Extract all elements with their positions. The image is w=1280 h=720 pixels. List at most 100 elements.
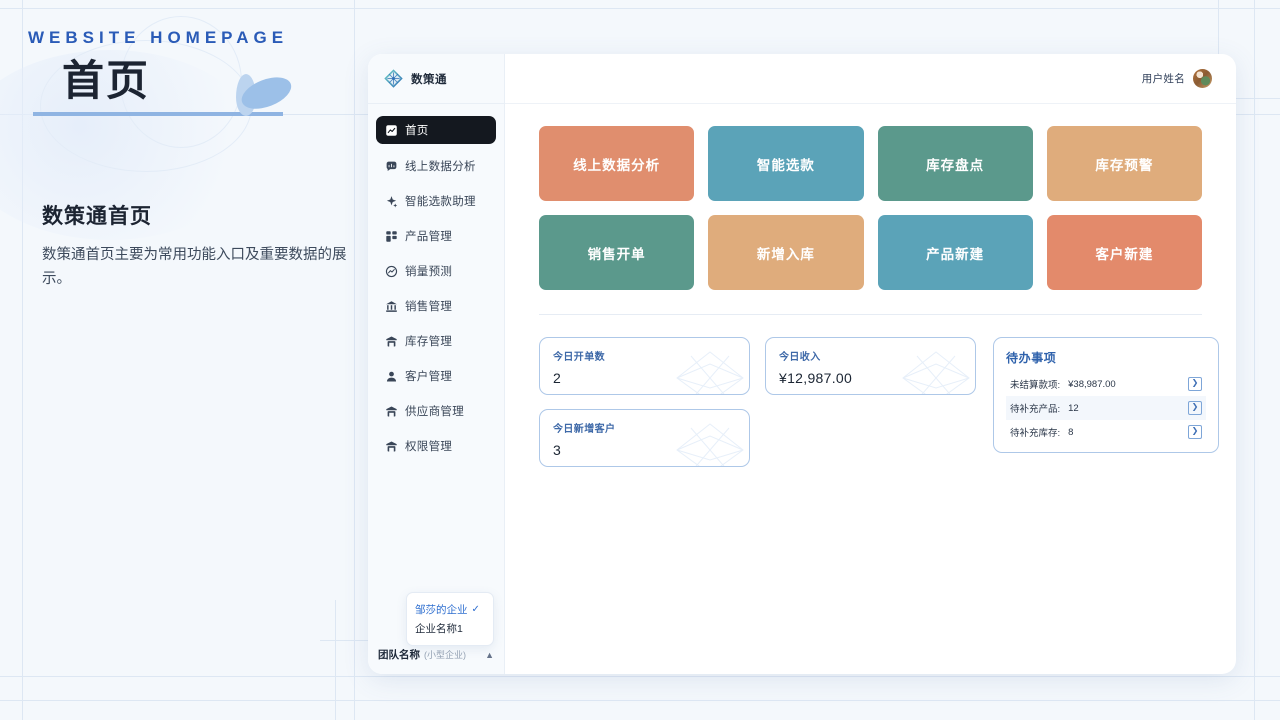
- tile-label: 线上数据分析: [573, 157, 661, 173]
- sidebar: 数策通 首页 线上数据分析: [368, 54, 505, 674]
- tile-sales-order[interactable]: 销售开单: [539, 215, 695, 290]
- team-option[interactable]: 邹莎的企业 ✓: [415, 600, 485, 619]
- stat-value: 3: [553, 442, 562, 458]
- tile-smart-selection[interactable]: 智能选款: [708, 126, 864, 201]
- brand[interactable]: 数策通: [368, 54, 504, 104]
- grid-blocks-icon: [386, 230, 397, 242]
- chevron-right-icon[interactable]: ❯: [1188, 425, 1202, 439]
- team-option-label: 企业名称1: [415, 623, 463, 635]
- chevron-right-icon[interactable]: ❯: [1188, 377, 1202, 391]
- stat-value: 2: [553, 370, 562, 386]
- stat-row: 今日开单数 2: [539, 337, 976, 395]
- sidebar-item-customer-management[interactable]: 客户管理: [376, 363, 496, 389]
- team-option[interactable]: 企业名称1: [415, 619, 485, 638]
- topbar: 用户姓名: [505, 54, 1236, 104]
- sidebar-item-label: 产品管理: [405, 231, 453, 243]
- tile-label: 销售开单: [587, 246, 646, 262]
- stat-value: ¥12,987.00: [779, 370, 853, 386]
- tile-inventory-count[interactable]: 库存盘点: [877, 126, 1033, 201]
- envelope-watermark-icon: [902, 351, 970, 394]
- team-switcher-bar[interactable]: 团队名称 (小型企业) ▲: [368, 647, 504, 662]
- grid-line-v: [354, 0, 355, 720]
- todo-row[interactable]: 未结算款项: ¥38,987.00 ❯: [1006, 372, 1206, 396]
- sidebar-item-online-data-analysis[interactable]: 线上数据分析: [376, 153, 496, 179]
- person-icon: [386, 371, 397, 382]
- envelope-watermark-icon: [676, 351, 744, 394]
- stat-cards: 今日开单数 2: [539, 337, 976, 467]
- sidebar-item-label: 智能选款助理: [405, 196, 476, 208]
- lead-title: 数策通首页: [42, 205, 152, 228]
- tile-label: 客户新建: [1095, 246, 1154, 262]
- app-window: 数策通 首页 线上数据分析: [368, 54, 1236, 674]
- tile-inventory-alert[interactable]: 库存预警: [1046, 126, 1202, 201]
- stat-label: 今日收入: [779, 352, 821, 363]
- envelope-watermark-icon: [676, 423, 744, 466]
- todo-key: 待补充库存:: [1010, 428, 1061, 439]
- sidebar-item-inventory-management[interactable]: 库存管理: [376, 328, 496, 354]
- page-title: 首页: [62, 57, 151, 104]
- metrics-section: 今日开单数 2: [539, 337, 1219, 467]
- team-tag: (小型企业): [424, 650, 466, 660]
- grid-line-h: [0, 700, 1280, 701]
- sidebar-nav: 首页 线上数据分析 智能选款助理: [368, 104, 504, 660]
- todo-panel: 待办事项 未结算款项: ¥38,987.00 ❯ 待补充产品: 12 ❯ 待补充…: [993, 337, 1219, 453]
- grid-line-h: [0, 8, 1280, 9]
- sidebar-item-sales-management[interactable]: 销售管理: [376, 293, 496, 319]
- sidebar-item-label: 销售管理: [405, 301, 453, 313]
- sidebar-item-sales-forecast[interactable]: 销量预测: [376, 258, 496, 284]
- todo-value: 12: [1068, 402, 1079, 414]
- sidebar-item-supplier-management[interactable]: 供应商管理: [376, 398, 496, 424]
- quick-action-tiles: 线上数据分析 智能选款 库存盘点 库存预警 销售开单 新增入库 产品新建 客户新…: [539, 126, 1202, 290]
- team-switcher-popup[interactable]: 邹莎的企业 ✓ 企业名称1: [406, 592, 494, 646]
- todo-title: 待办事项: [1006, 351, 1057, 365]
- grid-line-v: [1254, 0, 1255, 720]
- tile-online-data-analysis[interactable]: 线上数据分析: [539, 126, 695, 201]
- check-icon: ✓: [471, 604, 480, 615]
- stat-card-today-income[interactable]: 今日收入 ¥12,987.00: [765, 337, 976, 395]
- chevron-right-icon[interactable]: ❯: [1188, 401, 1202, 415]
- sidebar-item-label: 销量预测: [405, 266, 453, 278]
- todo-row[interactable]: 待补充库存: 8 ❯: [1006, 420, 1206, 444]
- poster-kicker: WEBSITE HOMEPAGE: [28, 28, 289, 47]
- team-switcher-zone: 邹莎的企业 ✓ 企业名称1 团队名称 (小型企业) ▲: [368, 592, 504, 674]
- grid-line-v: [22, 0, 23, 720]
- forecast-circle-icon: [385, 265, 398, 277]
- stat-card-today-orders[interactable]: 今日开单数 2: [539, 337, 750, 395]
- sidebar-item-home[interactable]: 首页: [376, 116, 496, 144]
- brand-name: 数策通: [411, 73, 447, 86]
- todo-value: ¥38,987.00: [1068, 378, 1116, 390]
- todo-row[interactable]: 待补充产品: 12 ❯: [1006, 396, 1206, 420]
- avatar[interactable]: [1193, 69, 1212, 88]
- main-content: 线上数据分析 智能选款 库存盘点 库存预警 销售开单 新增入库 产品新建 客户新…: [505, 104, 1236, 674]
- stat-row: 今日新增客户 3: [539, 409, 976, 467]
- tile-label: 新增入库: [756, 246, 815, 262]
- tile-new-customer[interactable]: 客户新建: [1046, 215, 1202, 290]
- sidebar-item-smart-selection-assistant[interactable]: 智能选款助理: [376, 188, 496, 214]
- stat-label: 今日开单数: [553, 352, 605, 363]
- sidebar-item-label: 首页: [405, 125, 429, 137]
- diamond-logo-icon: [384, 69, 403, 88]
- main-area: 用户姓名 线上数据分析 智能选款 库存盘点 库存预警 销售开单 新增入库 产品新…: [505, 54, 1236, 674]
- title-underline: [33, 112, 283, 116]
- todo-key: 待补充产品:: [1010, 404, 1061, 415]
- supplier-icon: [386, 405, 397, 417]
- analytics-bubble-icon: [386, 161, 397, 171]
- permission-icon: [386, 440, 397, 452]
- bank-icon: [386, 300, 397, 312]
- stat-card-today-new-customers[interactable]: 今日新增客户 3: [539, 409, 750, 467]
- chevron-up-icon[interactable]: ▲: [485, 649, 494, 660]
- user-name: 用户姓名: [1141, 73, 1185, 85]
- tile-new-stock-in[interactable]: 新增入库: [708, 215, 864, 290]
- sidebar-item-permission-management[interactable]: 权限管理: [376, 433, 496, 459]
- grid-line-h: [0, 676, 1280, 677]
- lead-block: 数策通首页 数策通首页主要为常用功能入口及重要数据的展示。: [42, 200, 350, 292]
- tile-new-product[interactable]: 产品新建: [877, 215, 1033, 290]
- sidebar-item-product-management[interactable]: 产品管理: [376, 223, 496, 249]
- team-name: 团队名称: [378, 649, 420, 661]
- tile-label: 智能选款: [756, 157, 815, 173]
- team-option-label: 邹莎的企业: [415, 604, 468, 616]
- sidebar-item-label: 供应商管理: [405, 406, 464, 418]
- section-divider: [539, 314, 1202, 315]
- tile-label: 库存盘点: [926, 157, 985, 173]
- todo-value: 8: [1068, 426, 1074, 438]
